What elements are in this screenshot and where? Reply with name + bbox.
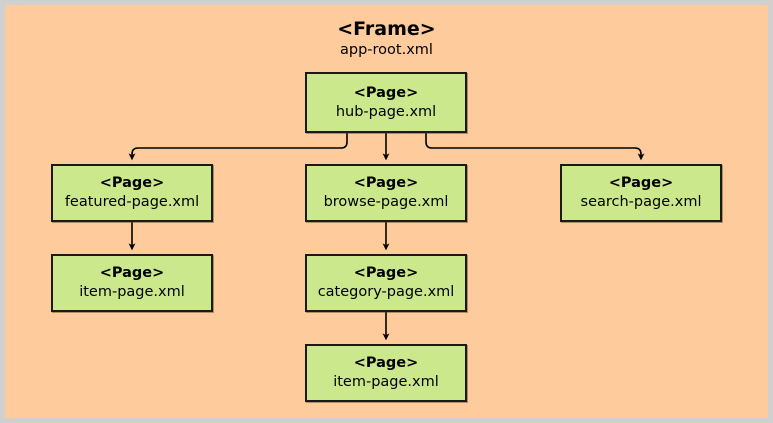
node-kind-label: <Page> xyxy=(99,265,165,281)
frame-title: <Frame> xyxy=(337,18,436,40)
node-hub-page[interactable]: <Page> hub-page.xml xyxy=(305,72,467,133)
node-kind-label: <Page> xyxy=(353,355,419,371)
node-kind-label: <Page> xyxy=(353,265,419,281)
edge-hub-to-featured xyxy=(128,133,348,161)
frame-file-label: app-root.xml xyxy=(340,42,433,58)
node-file-label: featured-page.xml xyxy=(64,194,200,210)
edge-hub-to-search xyxy=(425,133,645,161)
node-kind-label: <Page> xyxy=(353,84,419,101)
node-featured-page[interactable]: <Page> featured-page.xml xyxy=(51,164,213,222)
node-file-label: browse-page.xml xyxy=(323,194,449,210)
node-kind-label: <Page> xyxy=(353,175,419,191)
node-browse-page[interactable]: <Page> browse-page.xml xyxy=(305,164,467,222)
node-category-page[interactable]: <Page> category-page.xml xyxy=(305,254,467,312)
node-file-label: hub-page.xml xyxy=(335,103,437,120)
node-kind-label: <Page> xyxy=(99,175,165,191)
node-kind-label: <Page> xyxy=(608,175,674,191)
node-search-page[interactable]: <Page> search-page.xml xyxy=(560,164,722,222)
node-file-label: item-page.xml xyxy=(333,374,439,390)
node-file-label: search-page.xml xyxy=(580,194,702,210)
frame-container: <Frame> app-root.xml <Page> hub-pa xyxy=(5,5,768,418)
node-item-page-browse-branch[interactable]: <Page> item-page.xml xyxy=(305,344,467,402)
node-file-label: item-page.xml xyxy=(79,284,185,300)
node-item-page-featured-branch[interactable]: <Page> item-page.xml xyxy=(51,254,213,312)
node-file-label: category-page.xml xyxy=(317,284,455,300)
